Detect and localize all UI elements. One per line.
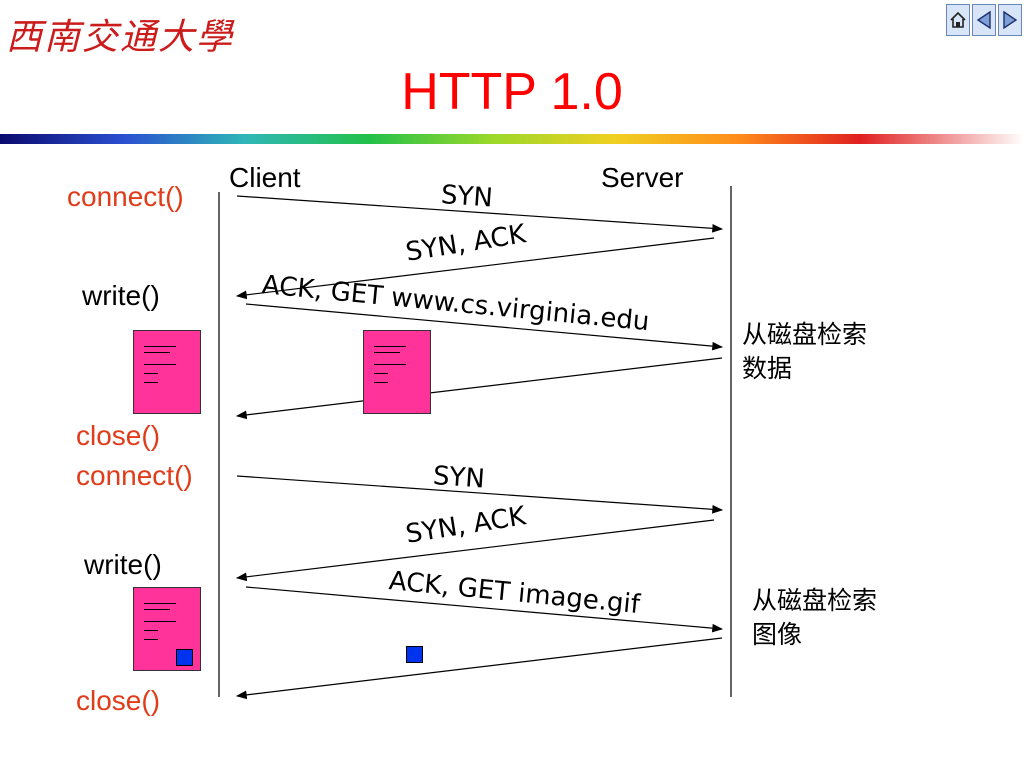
home-button[interactable] <box>946 4 970 36</box>
call-connect: connect() <box>67 181 184 212</box>
arrow-get-1 <box>245 303 724 351</box>
triangle-right-icon <box>1003 10 1018 30</box>
server-note-line: 从磁盘检索 <box>742 320 868 349</box>
call-close: close() <box>76 420 161 451</box>
image-gif-icon <box>406 646 423 663</box>
call-write: write() <box>84 549 162 580</box>
university-logo: 西南交通大學 <box>6 17 235 58</box>
slide-navigation <box>946 4 1022 38</box>
server-note-line: 图像 <box>752 620 803 649</box>
embedded-image-icon <box>176 649 193 666</box>
previous-slide-button[interactable] <box>972 4 996 36</box>
server-label: Server <box>601 162 684 193</box>
client-label: Client <box>229 162 301 193</box>
arrow-get-2 <box>245 586 724 633</box>
html-document-icon <box>363 330 431 414</box>
arrow-synack-2 <box>235 519 715 582</box>
call-connect: connect() <box>76 460 193 491</box>
next-slide-button[interactable] <box>998 4 1022 36</box>
arrow-response-2 <box>235 637 723 700</box>
server-note-line: 数据 <box>742 354 793 383</box>
slide-title: HTTP 1.0 <box>401 63 623 121</box>
arrow-response-1 <box>235 357 723 420</box>
server-note: 从磁盘检索 数据 <box>742 318 867 386</box>
message-label: SYN <box>431 461 486 495</box>
server-note-line: 从磁盘检索 <box>752 586 878 615</box>
arrow-synack-1 <box>235 237 715 300</box>
title-divider <box>0 134 1024 144</box>
home-icon <box>950 11 966 28</box>
call-close: close() <box>76 685 161 716</box>
triangle-left-icon <box>976 10 991 30</box>
html-document-icon <box>133 330 201 414</box>
call-write: write() <box>82 280 160 311</box>
message-label: SYN <box>439 180 494 214</box>
html-document-with-image-icon <box>133 587 201 671</box>
server-note: 从磁盘检索 图像 <box>752 584 877 652</box>
arrow-syn-1 <box>236 195 724 233</box>
arrow-syn-2 <box>236 475 724 514</box>
